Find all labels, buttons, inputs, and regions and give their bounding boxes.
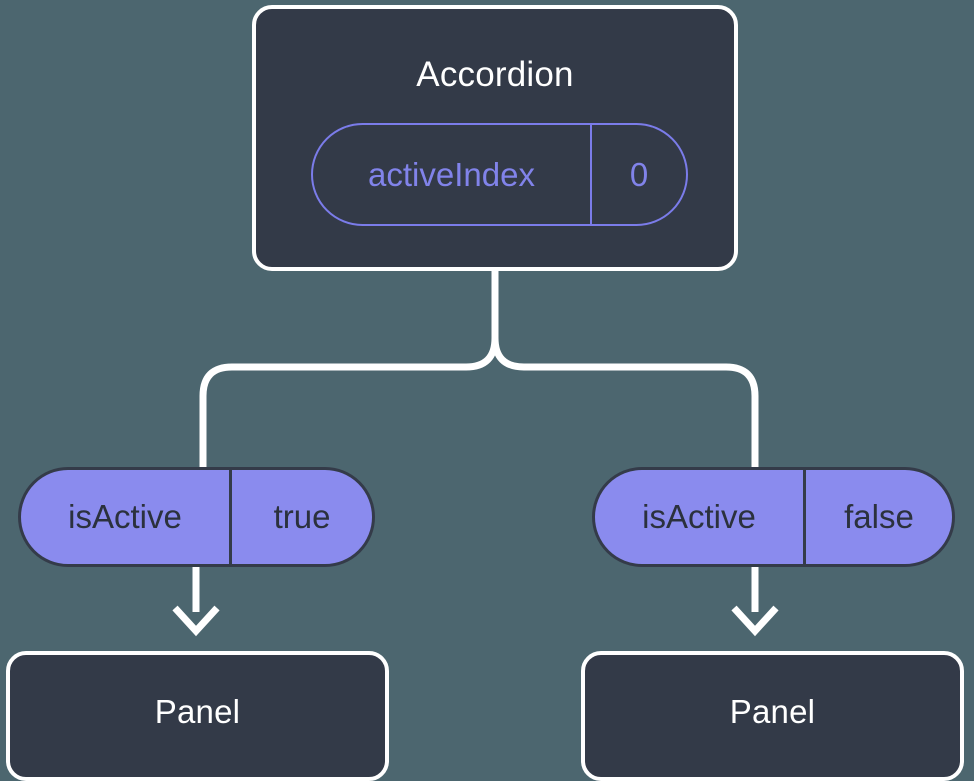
prop-pill-isactive-right-value: false <box>844 498 914 535</box>
prop-pill-isactive-right-key: isActive <box>595 470 806 564</box>
branch-line-right <box>491 337 759 468</box>
node-accordion-label: Accordion <box>416 55 574 94</box>
arrow-head-left <box>172 605 220 637</box>
node-accordion[interactable]: Accordion activeIndex 0 <box>252 5 738 271</box>
arrow-head-right <box>731 605 779 637</box>
node-panel-left[interactable]: Panel <box>6 651 389 781</box>
branch-line-left <box>199 337 499 468</box>
state-pill-activeindex-value: 0 <box>629 155 649 193</box>
node-panel-right[interactable]: Panel <box>581 651 964 781</box>
state-pill-activeindex[interactable]: activeIndex 0 <box>311 123 688 226</box>
state-pill-activeindex-key: activeIndex <box>313 125 592 224</box>
prop-pill-isactive-right[interactable]: isActive false <box>592 467 955 567</box>
prop-pill-isactive-left-value: true <box>273 498 331 535</box>
node-panel-left-label: Panel <box>154 693 241 730</box>
prop-pill-isactive-left-key: isActive <box>21 470 232 564</box>
node-panel-right-label: Panel <box>729 693 816 730</box>
prop-pill-isactive-left[interactable]: isActive true <box>18 467 375 567</box>
